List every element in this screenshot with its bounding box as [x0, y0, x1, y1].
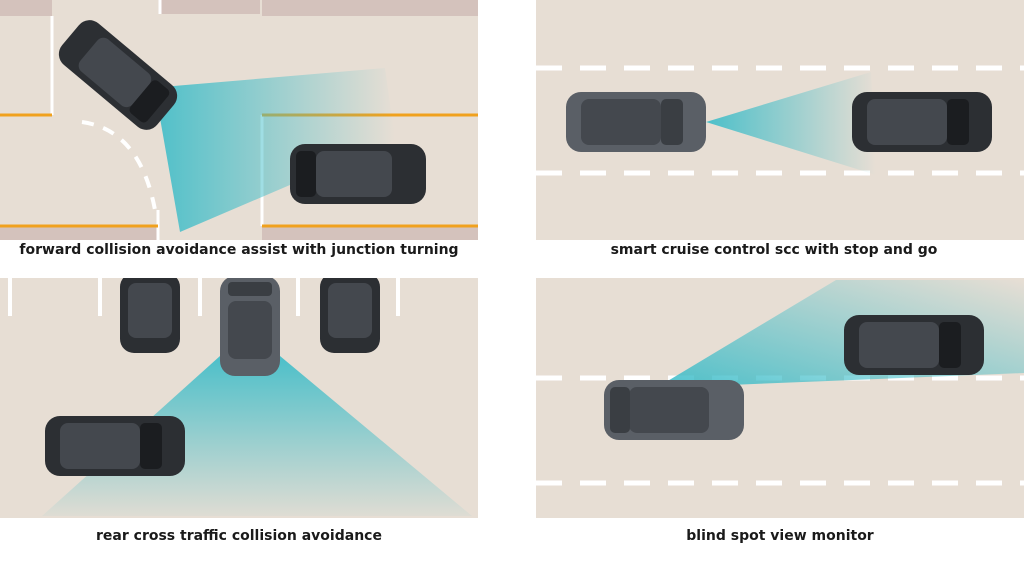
- lead-car: [852, 92, 992, 152]
- sensor-cone: [150, 68, 395, 232]
- scc-illustration: [536, 0, 1024, 240]
- panel-bvm: [536, 278, 1024, 518]
- curb: [0, 226, 158, 240]
- rcca-illustration: [0, 278, 478, 518]
- caption-rcca: rear cross traffic collision avoidance: [96, 528, 382, 544]
- fca-junction-illustration: [0, 0, 478, 240]
- host-car-reversing: [220, 278, 280, 376]
- curb: [262, 226, 478, 240]
- panel-fca-junction: [0, 0, 478, 240]
- host-car: [566, 92, 706, 152]
- curb: [160, 0, 260, 14]
- turning-path-dashed: [81, 120, 157, 211]
- bvm-illustration: [536, 278, 1024, 518]
- parked-car: [120, 278, 180, 353]
- panel-rcca: [0, 278, 478, 518]
- caption-fca-junction: forward collision avoidance assist with …: [19, 242, 459, 258]
- caption-bvm: blind spot view monitor: [686, 528, 874, 544]
- blind-spot-car: [844, 315, 984, 375]
- curb: [0, 0, 52, 16]
- parked-car: [320, 278, 380, 353]
- curb: [262, 0, 478, 16]
- host-car: [58, 20, 178, 130]
- crossing-car: [45, 416, 185, 476]
- host-car: [604, 380, 744, 440]
- sensor-cone: [706, 72, 876, 175]
- oncoming-car: [290, 144, 426, 204]
- panel-scc-stop-go: [536, 0, 1024, 240]
- caption-scc-stop-go: smart cruise control scc with stop and g…: [610, 242, 938, 258]
